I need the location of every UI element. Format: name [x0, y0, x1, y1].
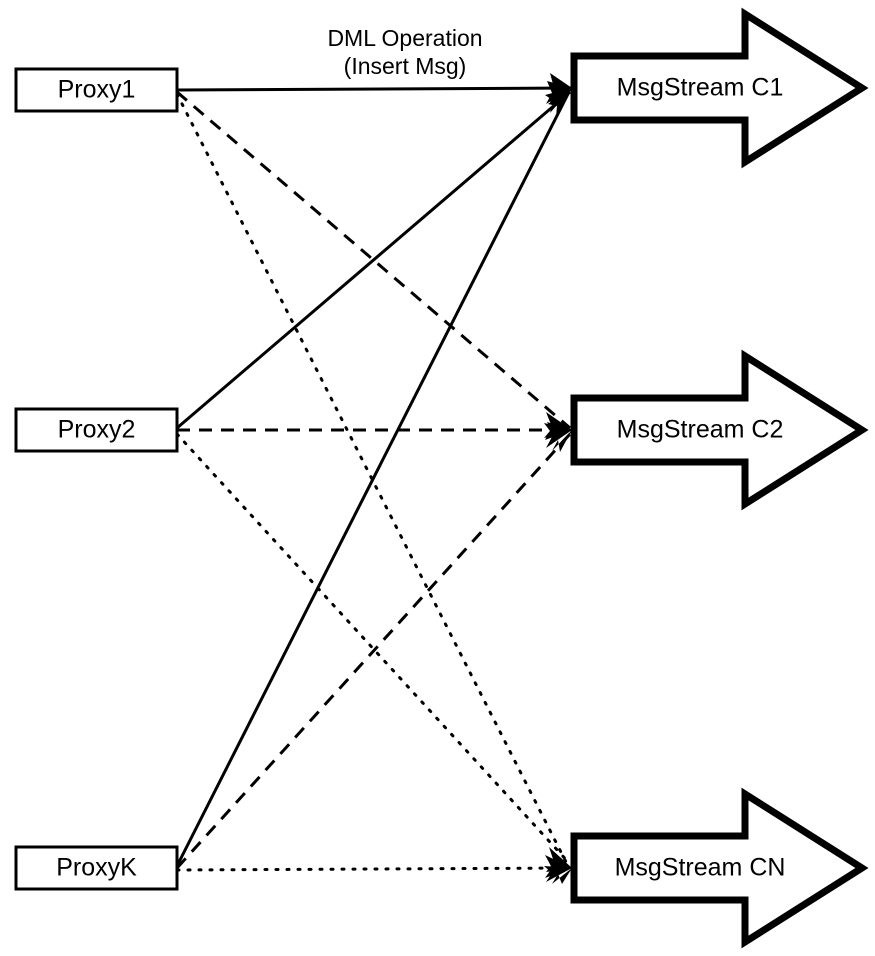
arrowhead-cluster-msgstream-c2 — [544, 412, 572, 452]
edge-caption-line1: DML Operation — [327, 25, 482, 51]
edge-proxyk-to-msgstream-c1[interactable] — [175, 93, 570, 867]
edge-group-proxy2 — [175, 90, 572, 866]
arrowhead-cluster-msgstream-c1 — [545, 73, 572, 118]
msgstream-cn-label: MsgStream CN — [615, 854, 786, 882]
proxy1-label: Proxy1 — [58, 76, 136, 104]
edge-caption-line2: (Insert Msg) — [344, 53, 467, 79]
edge-proxy1-to-msgstream-cn[interactable] — [175, 92, 570, 868]
arrowhead-icon — [552, 430, 572, 452]
arrowhead-cluster-msgstream-cn — [544, 847, 572, 884]
arrowhead-icon — [548, 88, 572, 118]
msgstream-c1-block-arrow[interactable] — [570, 7, 869, 169]
edge-proxy2-to-msgstream-cn[interactable] — [175, 432, 572, 866]
msgstream-cn-block-arrow[interactable] — [570, 787, 869, 949]
arrowhead-icon — [552, 868, 572, 884]
proxy-node-proxy2[interactable]: Proxy2 — [14, 407, 179, 453]
edge-caption-dml-operation: DML Operation (Insert Msg) — [327, 25, 482, 79]
proxyk-box[interactable] — [14, 845, 179, 891]
msgstream-node-c1[interactable]: MsgStream C1 — [570, 7, 869, 169]
edge-proxy2-to-msgstream-c1[interactable] — [176, 90, 571, 430]
proxy2-label: Proxy2 — [58, 416, 136, 444]
edge-proxy1-to-msgstream-c1[interactable] — [176, 86, 573, 92]
proxy-node-proxyk[interactable]: ProxyK — [14, 845, 179, 891]
proxy2-box[interactable] — [14, 407, 179, 453]
proxy1-box[interactable] — [14, 67, 179, 113]
msgstream-node-cn[interactable]: MsgStream CN — [570, 787, 869, 949]
edge-proxyk-to-msgstream-cn[interactable] — [175, 866, 574, 872]
edge-group-proxy1 — [175, 86, 573, 868]
proxy-node-proxy1[interactable]: Proxy1 — [14, 67, 179, 113]
msgstream-node-c2[interactable]: MsgStream C2 — [570, 349, 869, 511]
proxyk-label: ProxyK — [56, 854, 137, 882]
edge-proxyk-to-msgstream-c2[interactable] — [175, 432, 572, 870]
edge-proxy1-to-msgstream-c2[interactable] — [176, 90, 571, 430]
edge-group-proxyk — [175, 93, 574, 872]
msgstream-c2-label: MsgStream C2 — [617, 416, 784, 444]
arrowhead-icon — [546, 422, 572, 448]
msgstream-c2-block-arrow[interactable] — [570, 349, 869, 511]
msgstream-c1-label: MsgStream C1 — [617, 74, 784, 102]
